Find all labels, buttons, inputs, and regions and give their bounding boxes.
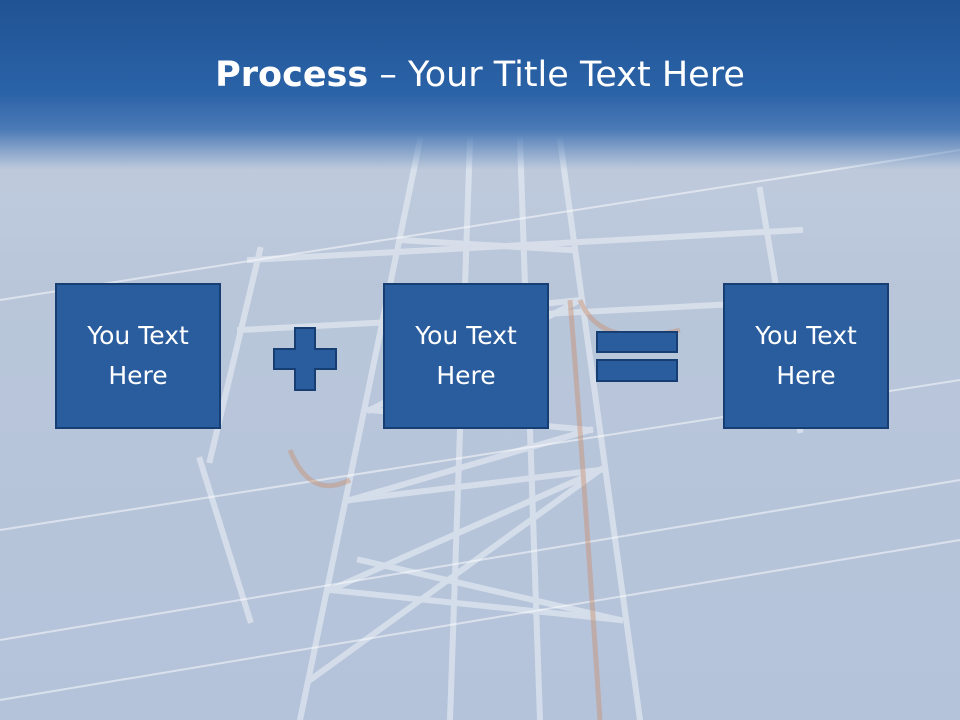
process-box-3[interactable]: You Text Here (723, 283, 889, 429)
title-bar (0, 0, 960, 170)
process-box-3-label: You Text Here (755, 321, 857, 390)
title-bold: Process (215, 55, 369, 95)
plus-icon (273, 327, 337, 391)
process-box-1-label: You Text Here (87, 321, 189, 390)
equals-icon (596, 331, 678, 382)
process-box-1[interactable]: You Text Here (55, 283, 221, 429)
process-box-2-label: You Text Here (415, 321, 517, 390)
title-rest: – Your Title Text Here (368, 55, 745, 95)
slide-title: Process – Your Title Text Here (0, 52, 960, 98)
process-box-2[interactable]: You Text Here (383, 283, 549, 429)
